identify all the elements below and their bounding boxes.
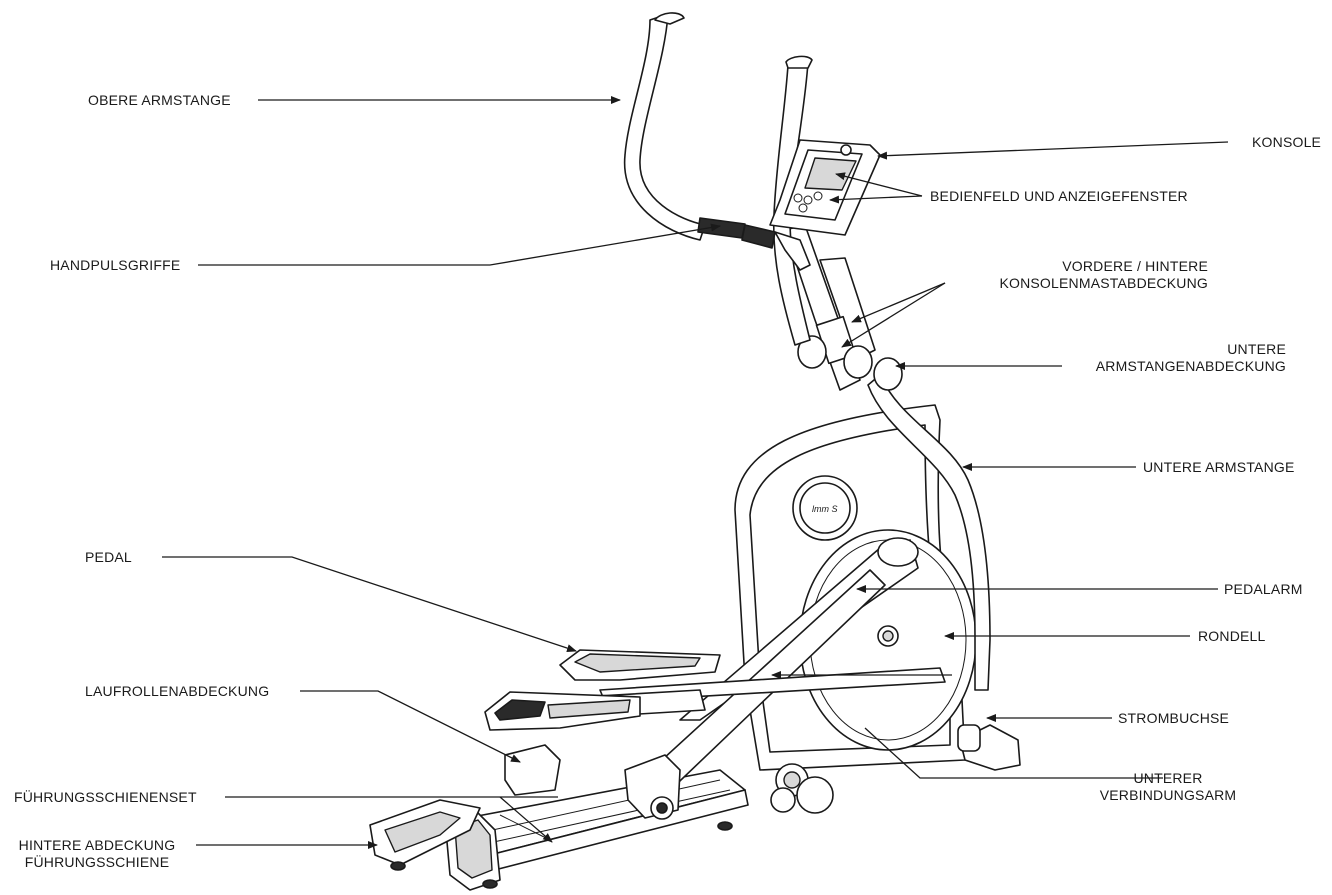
label-konsole: KONSOLE: [1252, 134, 1322, 150]
label-handpulsgriffe: HANDPULSGRIFFE: [50, 257, 181, 273]
front-wheels-drawing: [770, 724, 1021, 814]
elliptical-trainer-illustration: lmm S: [369, 12, 1021, 891]
leader-konsolenmast-a: [851, 282, 946, 323]
label-bedienfeld: BEDIENFELD UND ANZEIGEFENSTER: [930, 188, 1188, 204]
label-unterer-verbindungsarm-line2: VERBINDUNGSARM: [1099, 787, 1237, 803]
label-pedalarm: PEDALARM: [1224, 581, 1303, 597]
label-konsolenmast-line1: VORDERE / HINTERE: [1062, 258, 1208, 274]
svg-text:lmm S: lmm S: [812, 504, 838, 514]
label-untere-armstangenabdeckung-line2: ARMSTANGENABDECKUNG: [1095, 358, 1286, 374]
leader-lines: [162, 96, 1229, 849]
label-untere-armstangenabdeckung: UNTERE ARMSTANGENABDECKUNG: [1060, 341, 1286, 375]
leader-handpulsgriffe: [198, 223, 721, 266]
label-rondell: RONDELL: [1198, 628, 1266, 644]
leader-laufrollenabdeckung: [300, 690, 521, 763]
leader-konsolenmast-b: [841, 282, 946, 348]
label-strombuchse: STROMBUCHSE: [1118, 710, 1230, 726]
leader-unterer-verbindungsarm: [864, 727, 1163, 779]
leader-konsole: [877, 141, 1229, 160]
leader-bedienfeld-a: [835, 172, 923, 197]
label-hintere-abdeckung-line1: HINTERE ABDECKUNG: [18, 837, 176, 853]
leader-bedienfeld-b: [829, 195, 923, 204]
upper-arm-bar-drawing: [623, 12, 813, 346]
lower-arm-cover-drawing: [797, 335, 903, 391]
label-pedal: PEDAL: [85, 549, 132, 565]
lower-arm-bar-drawing: [867, 374, 991, 691]
label-untere-armstangenabdeckung-line1: UNTERE: [1227, 341, 1286, 357]
leader-fuehrungsschienenset-diag: [499, 796, 553, 843]
label-unterer-verbindungsarm: UNTERER VERBINDUNGSARM: [1080, 770, 1256, 804]
label-fuehrungsschienenset: FÜHRUNGSSCHIENENSET: [14, 789, 197, 805]
label-laufrollenabdeckung: LAUFROLLENABDECKUNG: [85, 683, 270, 699]
label-unterer-verbindungsarm-line1: UNTERER: [1133, 770, 1203, 786]
label-konsolenmastabdeckung: VORDERE / HINTERE KONSOLENMASTABDECKUNG: [960, 258, 1208, 292]
rail-set-drawing: [369, 769, 749, 891]
label-untere-armstange: UNTERE ARMSTANGE: [1143, 459, 1295, 475]
label-hintere-abdeckung: HINTERE ABDECKUNG FÜHRUNGSSCHIENE: [4, 837, 190, 871]
console-drawing: [769, 139, 881, 236]
label-hintere-abdeckung-line2: FÜHRUNGSSCHIENE: [24, 854, 170, 870]
label-obere-armstange: OBERE ARMSTANGE: [88, 92, 231, 108]
hand-pulse-grip-drawing: [697, 217, 811, 271]
pedal-drawing: [484, 649, 721, 731]
label-konsolenmast-line2: KONSOLENMASTABDECKUNG: [999, 275, 1208, 291]
leader-pedal: [162, 556, 577, 652]
